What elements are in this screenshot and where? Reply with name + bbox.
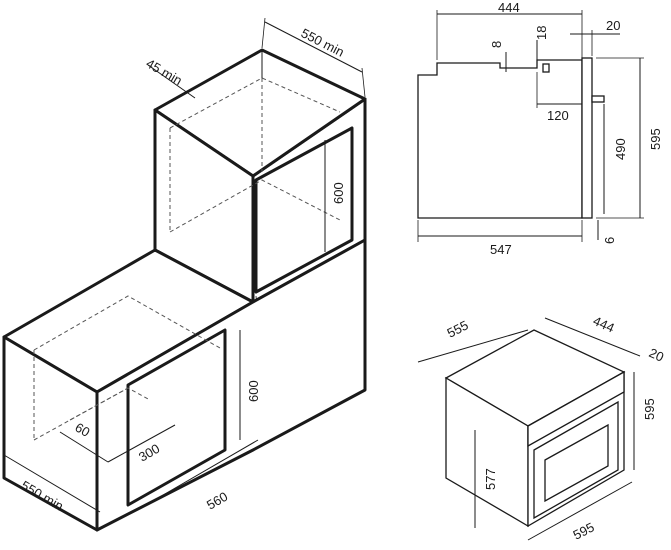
side-height-490-label: 490 [613, 138, 628, 160]
dim-line-45 [147, 64, 196, 99]
upper-cabinet [153, 48, 367, 304]
lower-cabinet-side [95, 238, 367, 532]
upper-gap-label: 45 min [144, 56, 185, 89]
side-height-595-label: 595 [648, 128, 663, 150]
lower-vent-a-label: 60 [73, 420, 93, 440]
side-offset-18-label: 18 [534, 26, 549, 40]
side-view-knob [591, 95, 605, 103]
side-view-front-panel [581, 57, 593, 219]
lower-cabinet [2, 238, 367, 532]
side-view-oven-body [417, 59, 583, 219]
iso-oven: 555 444 20 595 577 595 [417, 313, 666, 543]
iso-height-577-label: 577 [483, 468, 498, 490]
side-bottom-6-label: 6 [602, 237, 617, 244]
side-width-547-label: 547 [490, 242, 512, 257]
iso-front-20-label: 20 [647, 345, 666, 365]
side-front-thickness-label: 20 [606, 18, 620, 33]
iso-depth-444-label: 444 [591, 313, 617, 336]
side-view-bracket [542, 63, 550, 73]
upper-oven-opening [254, 126, 354, 294]
ext-line [261, 17, 266, 49]
lower-hidden-back [33, 295, 221, 351]
iso-width-595-label: 595 [571, 519, 597, 542]
iso-height-595-label: 595 [642, 398, 657, 420]
iso-oven-window [544, 423, 609, 503]
lower-width-label: 560 [204, 489, 230, 513]
lower-height-label: 600 [246, 380, 261, 402]
dim-line-550 [264, 21, 363, 73]
ext-line [361, 67, 366, 98]
iso-oven-control-panel [527, 370, 625, 448]
side-120-label: 120 [547, 108, 569, 123]
upper-depth-label: 550 min [299, 25, 347, 59]
dim-line-iso-444 [544, 317, 641, 357]
dim-line-60 [59, 431, 109, 463]
upper-height-label: 600 [331, 182, 346, 204]
dim-line-555 [417, 329, 529, 363]
side-total-depth-label: 444 [498, 0, 520, 15]
dim-line-300 [107, 424, 176, 463]
side-offset-8-label: 8 [489, 41, 504, 48]
upper-hidden-back [169, 77, 341, 129]
lower-hidden-floor [33, 387, 151, 441]
dim-line-560-lower [157, 439, 259, 499]
iso-depth-555-label: 555 [445, 317, 471, 340]
lower-oven-opening [126, 328, 227, 507]
dim-line-iso-595-w [527, 481, 633, 541]
upper-hidden-floor [169, 179, 341, 233]
dim-line-550-lower [3, 454, 101, 513]
side-view: 444 20 18 8 120 490 595 6 547 [417, 0, 663, 257]
